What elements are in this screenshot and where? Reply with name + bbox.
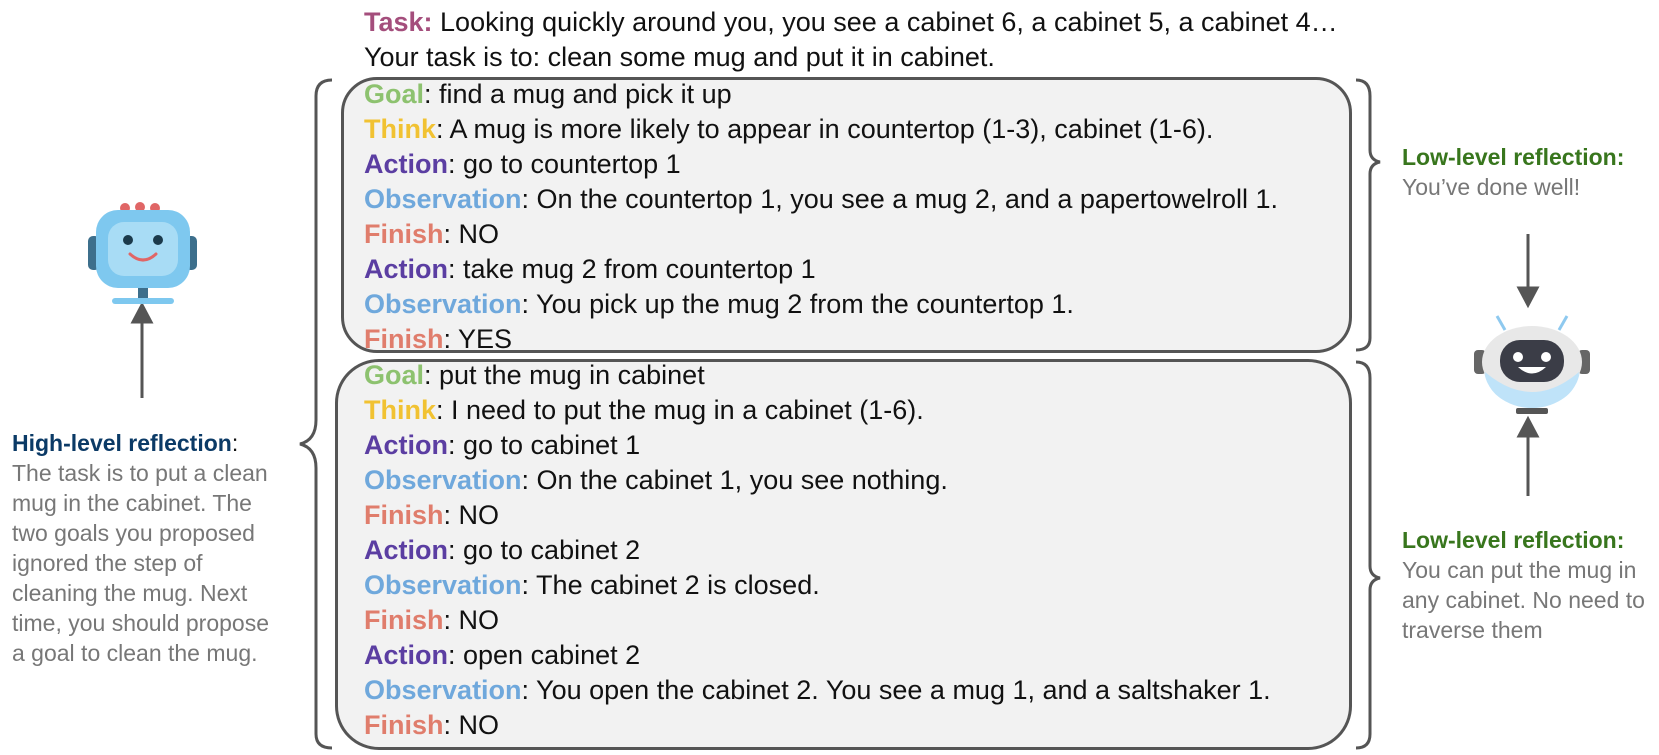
- step-line: Finish: NO: [364, 498, 499, 533]
- up-arrow-left: [130, 301, 154, 398]
- step-line: Finish: YES: [364, 322, 512, 357]
- step-keyword: Action: [364, 149, 448, 179]
- step-keyword: Observation: [364, 465, 522, 495]
- cute-robot-icon: [88, 202, 197, 304]
- step-text: : On the cabinet 1, you see nothing.: [521, 465, 948, 495]
- step-keyword: Finish: [364, 324, 444, 354]
- step-keyword: Action: [364, 254, 448, 284]
- step-line: Observation: On the countertop 1, you se…: [364, 182, 1278, 217]
- step-text: : YES: [443, 324, 513, 354]
- step-text: : open cabinet 2: [448, 640, 641, 670]
- step-line: Think: A mug is more likely to appear in…: [364, 112, 1213, 147]
- right-brace-top: [1355, 78, 1381, 352]
- step-keyword: Action: [364, 535, 448, 565]
- left-curly-brace: [299, 78, 333, 750]
- step-keyword: Observation: [364, 675, 522, 705]
- step-keyword: Action: [364, 430, 448, 460]
- up-arrow-right: [1516, 415, 1540, 496]
- low-level-reflection-2: Low-level reflection: You can put the mu…: [1402, 525, 1652, 645]
- step-keyword: Goal: [364, 79, 425, 109]
- low-level-1-title: Low-level reflection:: [1402, 144, 1625, 170]
- step-keyword: Observation: [364, 289, 522, 319]
- step-line: Goal: find a mug and pick it up: [364, 77, 732, 112]
- step-line: Observation: On the cabinet 1, you see n…: [364, 463, 948, 498]
- step-line: Action: take mug 2 from countertop 1: [364, 252, 816, 287]
- step-text: : go to cabinet 2: [448, 535, 641, 565]
- step-keyword: Finish: [364, 500, 444, 530]
- low-level-reflection-1: Low-level reflection: You’ve done well!: [1402, 142, 1652, 202]
- step-line: Observation: You open the cabinet 2. You…: [364, 673, 1271, 708]
- step-keyword: Finish: [364, 605, 444, 635]
- step-keyword: Action: [364, 640, 448, 670]
- step-line: Action: go to cabinet 1: [364, 428, 640, 463]
- step-keyword: Observation: [364, 570, 522, 600]
- task-statement: Task: Looking quickly around you, you se…: [364, 5, 1384, 75]
- step-line: Goal: put the mug in cabinet: [364, 358, 705, 393]
- step-text: : take mug 2 from countertop 1: [448, 254, 816, 284]
- step-keyword: Finish: [364, 219, 444, 249]
- step-line: Action: go to cabinet 2: [364, 533, 640, 568]
- goal-1-panel: [341, 77, 1352, 353]
- step-text: : NO: [443, 710, 500, 740]
- step-line: Think: I need to put the mug in a cabine…: [364, 393, 924, 428]
- low-level-2-text: You can put the mug in any cabinet. No n…: [1402, 557, 1645, 643]
- step-text: : find a mug and pick it up: [424, 79, 732, 109]
- step-text: : NO: [443, 605, 500, 635]
- step-line: Observation: The cabinet 2 is closed.: [364, 568, 820, 603]
- step-text: : go to cabinet 1: [448, 430, 641, 460]
- task-text: Looking quickly around you, you see a ca…: [364, 7, 1338, 72]
- step-keyword: Finish: [364, 710, 444, 740]
- goal-2-panel: [335, 359, 1352, 750]
- step-text: : NO: [443, 500, 500, 530]
- step-keyword: Think: [364, 114, 436, 144]
- high-level-text: The task is to put a clean mug in the ca…: [12, 460, 269, 666]
- step-line: Finish: NO: [364, 603, 499, 638]
- step-text: : On the countertop 1, you see a mug 2, …: [521, 184, 1279, 214]
- step-keyword: Observation: [364, 184, 522, 214]
- down-arrow-right: [1516, 234, 1540, 309]
- low-level-1-text: You’ve done well!: [1402, 174, 1581, 200]
- step-keyword: Think: [364, 395, 436, 425]
- step-text: : go to countertop 1: [448, 149, 681, 179]
- step-text: : The cabinet 2 is closed.: [521, 570, 820, 600]
- step-line: Action: go to countertop 1: [364, 147, 681, 182]
- step-line: Finish: NO: [364, 708, 499, 743]
- step-keyword: Goal: [364, 360, 425, 390]
- step-text: : NO: [443, 219, 500, 249]
- step-line: Finish: NO: [364, 217, 499, 252]
- low-level-2-title: Low-level reflection:: [1402, 527, 1625, 553]
- high-level-colon: :: [231, 430, 239, 456]
- high-level-title: High-level reflection: [12, 430, 232, 456]
- round-robot-icon: [1474, 315, 1590, 414]
- step-line: Observation: You pick up the mug 2 from …: [364, 287, 1074, 322]
- step-text: : I need to put the mug in a cabinet (1-…: [436, 395, 924, 425]
- step-text: : put the mug in cabinet: [424, 360, 705, 390]
- step-text: : You pick up the mug 2 from the counter…: [521, 289, 1074, 319]
- task-label: Task:: [364, 7, 433, 37]
- high-level-reflection: High-level reflection: The task is to pu…: [12, 428, 282, 668]
- step-line: Action: open cabinet 2: [364, 638, 640, 673]
- step-text: : A mug is more likely to appear in coun…: [436, 114, 1214, 144]
- step-text: : You open the cabinet 2. You see a mug …: [521, 675, 1271, 705]
- right-brace-bottom: [1355, 360, 1381, 750]
